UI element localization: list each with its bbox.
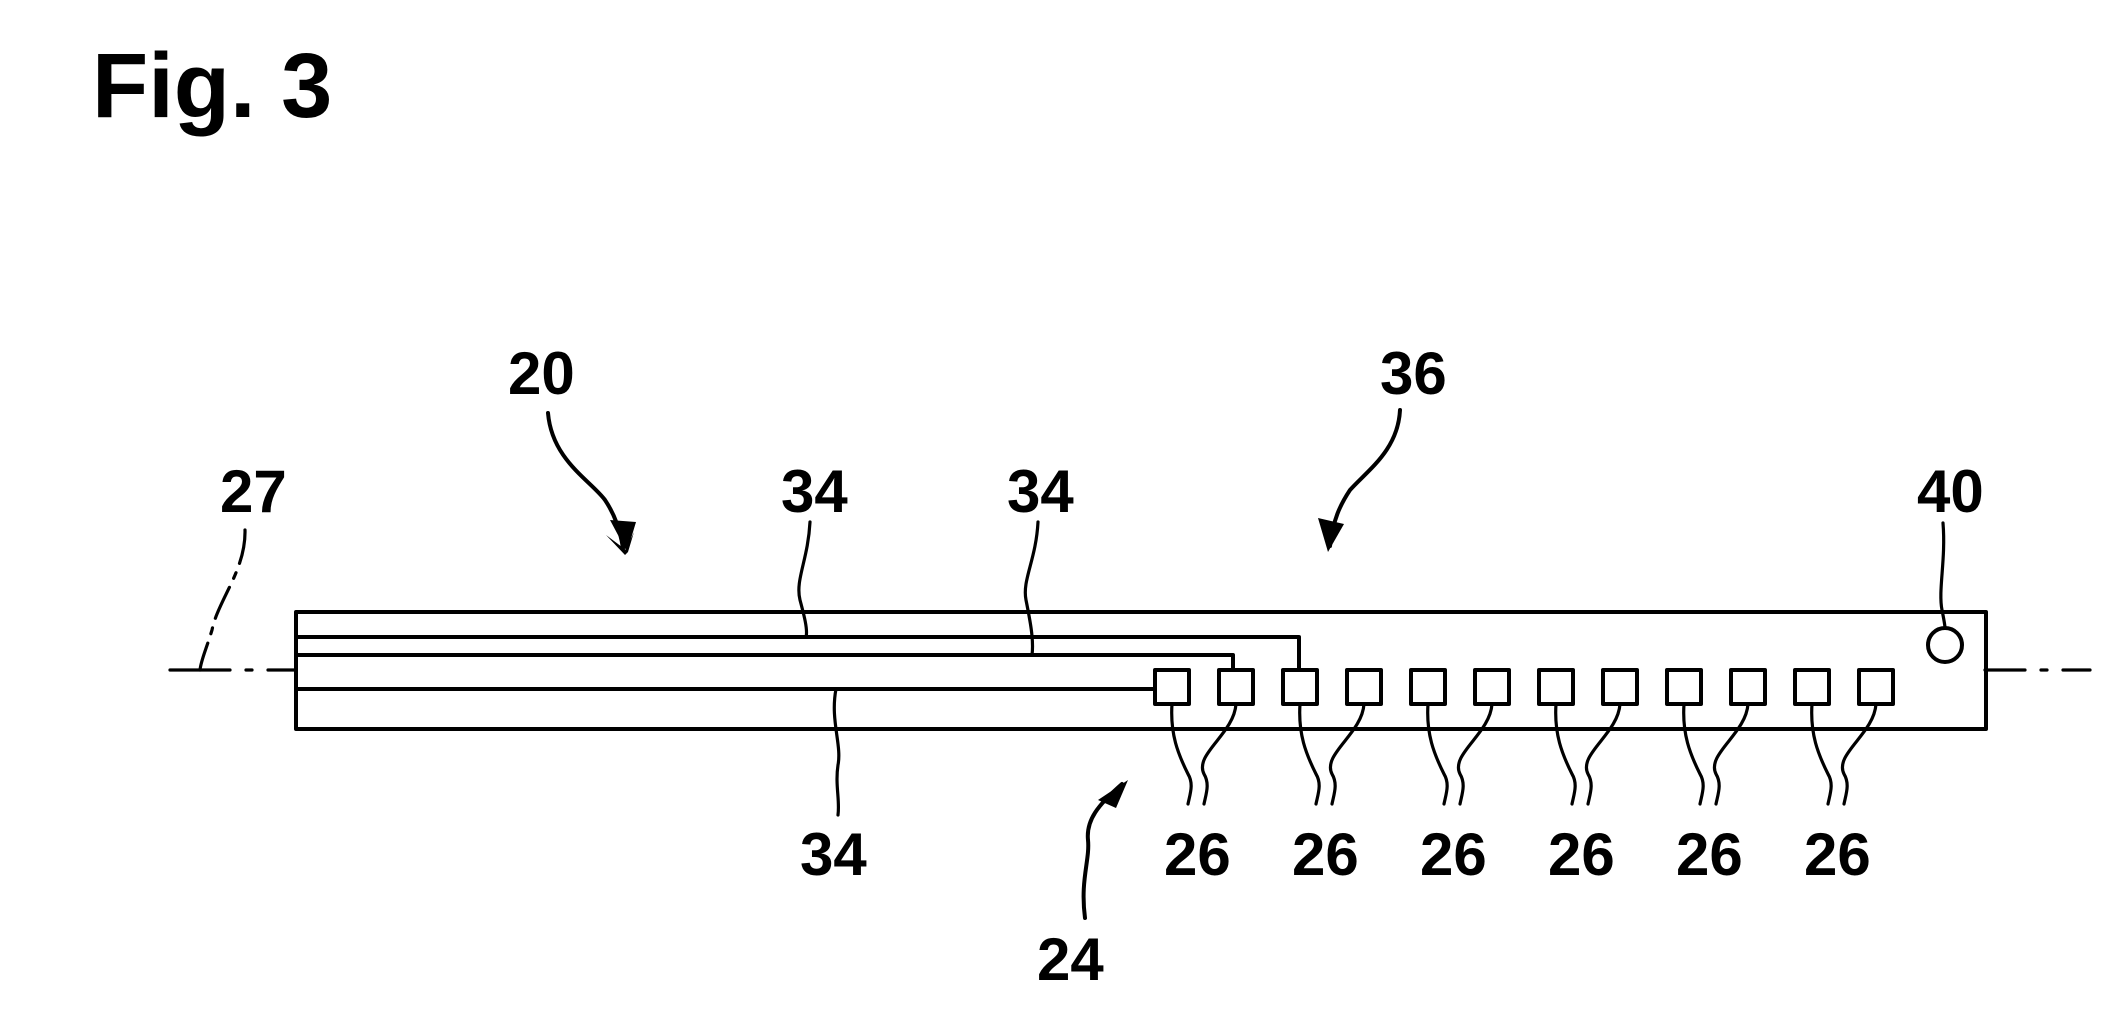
pad-leader [1328,702,1366,806]
arrowhead-20-fill [610,520,636,552]
contact-pad [1665,668,1703,706]
label-40: 40 [1917,458,1984,525]
pad-leader [1584,702,1622,806]
lead-middle [294,653,1235,672]
label-26-3: 26 [1420,821,1487,888]
label-26-2: 26 [1292,821,1359,888]
pad-leader [1426,702,1449,806]
label-26-4: 26 [1548,821,1615,888]
label-26-1: 26 [1164,821,1231,888]
label-24: 24 [1037,926,1104,993]
pad-leader [1298,702,1321,806]
contact-pad [1793,668,1831,706]
pad-leader [1682,702,1705,806]
label-36: 36 [1380,340,1447,407]
contact-pad [1601,668,1639,706]
pad-leader [1456,702,1494,806]
figure-title: Fig. 3 [92,35,332,137]
contact-pad [1281,668,1319,706]
contact-pad [1153,668,1191,706]
pad-leader [1200,702,1238,806]
leader-40 [1939,521,1947,630]
leader-20 [546,411,625,550]
arrowhead-24 [1098,780,1128,808]
lead-top [294,635,1301,672]
label-34-lower: 34 [800,821,867,888]
label-34-upper-right: 34 [1007,458,1074,525]
leader-34-lower [832,687,841,817]
conductor-leads [294,635,1301,691]
pad-leader [1712,702,1750,806]
marker-circle [1926,626,1964,664]
arrowhead-36 [1318,518,1344,552]
pad-leader [1810,702,1833,806]
leader-27 [198,528,247,672]
contact-pad [1409,668,1447,706]
pad-leader [1840,702,1878,806]
contact-pad [1729,668,1767,706]
leader-34-upper-right [1023,520,1040,657]
leader-34-upper-left [797,520,812,639]
contact-pad [1473,668,1511,706]
label-20: 20 [508,340,575,407]
contact-pads [1153,668,1895,706]
substrate-body [294,610,1988,731]
pad-leader [1554,702,1577,806]
label-26-5: 26 [1676,821,1743,888]
pad-leader [1170,702,1193,806]
contact-pad [1217,668,1255,706]
contact-pad [1857,668,1895,706]
label-34-upper-left: 34 [781,458,848,525]
contact-pad [1345,668,1383,706]
contact-pad [1537,668,1575,706]
leader-lines [198,408,1947,920]
label-27: 27 [220,458,287,525]
label-26-6: 26 [1804,821,1871,888]
pad-leaders [1170,702,1878,806]
reference-numerals: 20 36 27 34 34 34 40 24 26 26 26 26 26 2… [220,340,1984,993]
